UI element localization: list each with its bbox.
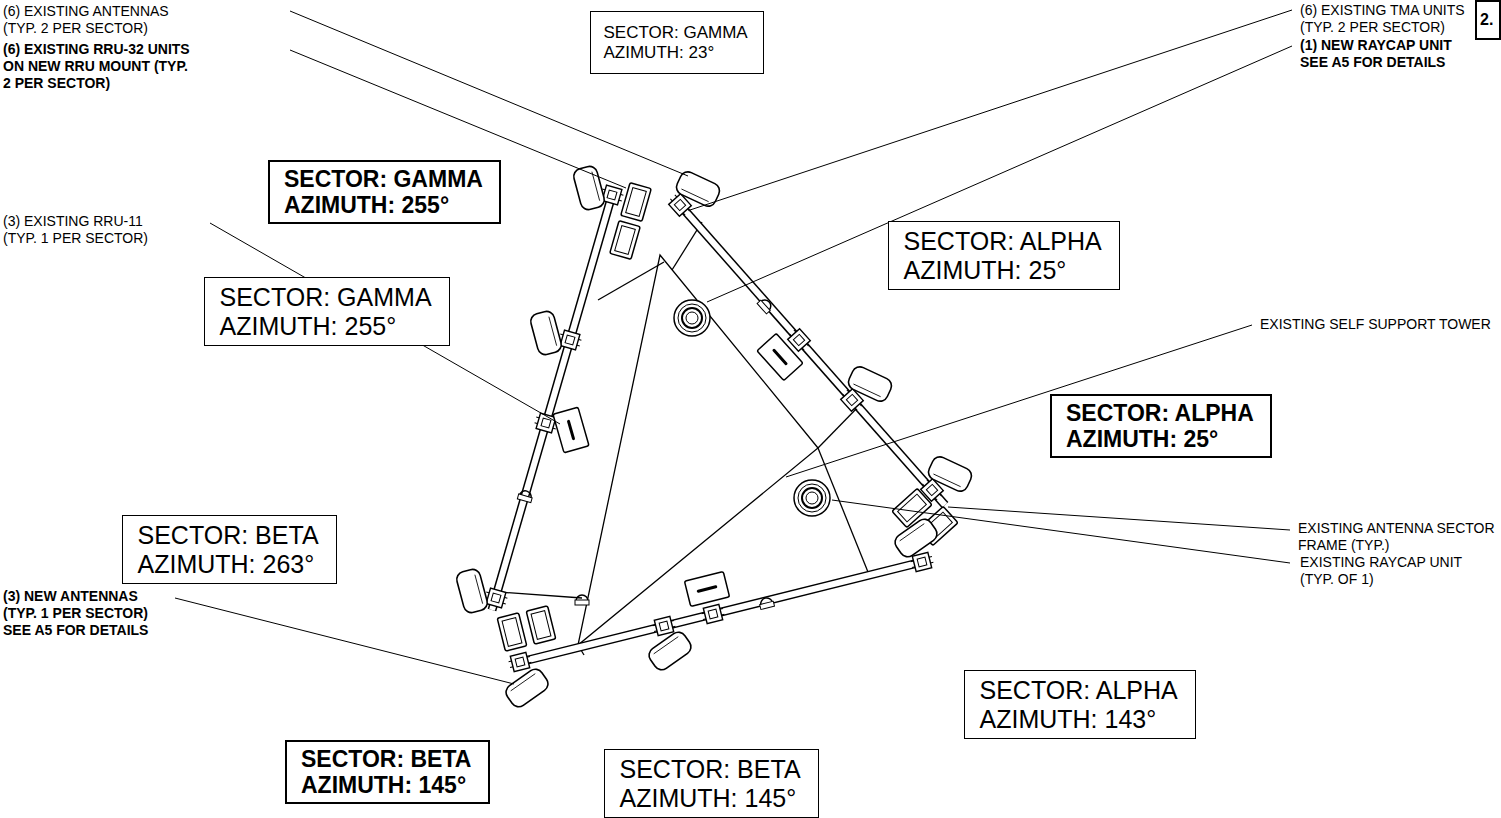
plan-part <box>690 10 1292 210</box>
plan-part <box>529 310 563 357</box>
plan-part <box>455 568 489 615</box>
sheet-number-box: 2. <box>1475 0 1501 40</box>
sector-label-box: SECTOR: ALPHA AZIMUTH: 25° <box>1050 394 1272 458</box>
sector-text: SECTOR: BETA AZIMUTH: 145° <box>620 755 804 813</box>
plan-part <box>553 407 589 453</box>
plan-part <box>621 183 652 222</box>
plan-part <box>794 480 830 516</box>
callout-note: (6) EXISTING TMA UNITS (TYP. 2 PER SECTO… <box>1300 2 1467 36</box>
plan-part <box>757 297 774 314</box>
callout-note: EXISTING SELF SUPPORT TOWER <box>1260 316 1493 333</box>
sector-text: SECTOR: GAMMA AZIMUTH: 23° <box>604 23 751 63</box>
sector-label-box: SECTOR: BETA AZIMUTH: 145° <box>604 749 819 818</box>
plan-part <box>497 613 527 651</box>
plan-part <box>610 221 641 260</box>
plan-part <box>651 616 676 637</box>
sector-label-box: SECTOR: BETA AZIMUTH: 263° <box>122 515 337 584</box>
sector-label-box: SECTOR: GAMMA AZIMUTH: 255° <box>268 160 501 224</box>
sector-text: SECTOR: ALPHA AZIMUTH: 143° <box>980 676 1181 734</box>
sector-label-box: SECTOR: GAMMA AZIMUTH: 23° <box>590 11 764 74</box>
sector-text: SECTOR: GAMMA AZIMUTH: 255° <box>220 283 435 341</box>
plan-part <box>700 604 725 625</box>
callout-note: (1) NEW RAYCAP UNIT SEE A5 FOR DETAILS <box>1300 37 1454 71</box>
plan-part <box>520 560 930 662</box>
plan-part <box>818 407 858 448</box>
leader-lines <box>175 10 1292 684</box>
plan-part <box>210 223 560 424</box>
sector-label-box: SECTOR: ALPHA AZIMUTH: 143° <box>964 670 1196 739</box>
plan-part <box>948 507 1290 530</box>
plan-part <box>498 592 582 598</box>
callout-note: EXISTING ANTENNA SECTOR FRAME (TYP.) <box>1298 520 1497 554</box>
sector-label-box: SECTOR: GAMMA AZIMUTH: 255° <box>204 277 450 346</box>
sector-label-box: SECTOR: ALPHA AZIMUTH: 25° <box>888 221 1120 290</box>
plan-part <box>832 500 1290 563</box>
plan-part <box>684 572 729 607</box>
plan-part <box>526 606 556 644</box>
plan-part <box>517 489 533 502</box>
plan-part <box>572 165 606 212</box>
plan-part <box>892 516 940 560</box>
sector-text: SECTOR: GAMMA AZIMUTH: 255° <box>284 166 485 218</box>
sector-text: SECTOR: BETA AZIMUTH: 145° <box>301 746 474 798</box>
callout-note: (6) EXISTING ANTENNAS (TYP. 2 PER SECTOR… <box>3 3 171 37</box>
plan-part <box>674 300 710 336</box>
plan-part <box>507 652 532 673</box>
plan-part <box>646 629 694 673</box>
plan-part <box>818 448 870 577</box>
plan-part <box>757 333 803 380</box>
plan-part <box>707 46 1292 302</box>
plan-part <box>674 169 722 209</box>
plan-part <box>492 195 612 610</box>
callout-note: (3) EXISTING RRU-11 (TYP. 1 PER SECTOR) <box>3 213 150 247</box>
callout-note: (6) EXISTING RRU-32 UNITS ON NEW RRU MOU… <box>3 41 192 92</box>
plan-part <box>926 454 974 494</box>
plan-part <box>503 666 551 710</box>
sector-text: SECTOR: BETA AZIMUTH: 263° <box>138 521 322 579</box>
sector-text: SECTOR: ALPHA AZIMUTH: 25° <box>904 227 1105 285</box>
sector-label-box: SECTOR: BETA AZIMUTH: 145° <box>285 740 490 804</box>
callout-note: (3) NEW ANTENNAS (TYP. 1 PER SECTOR) SEE… <box>3 588 151 639</box>
plan-part <box>578 255 818 645</box>
sector-text: 2. <box>1480 11 1496 29</box>
plan-part <box>846 364 894 404</box>
plan-part <box>175 598 514 684</box>
plan-part <box>492 195 612 610</box>
plan-part <box>575 595 589 605</box>
plan-part <box>520 560 930 662</box>
plan-part <box>598 262 664 300</box>
callout-note: EXISTING RAYCAP UNIT (TYP. OF 1) <box>1300 554 1465 588</box>
sector-text: SECTOR: ALPHA AZIMUTH: 25° <box>1066 400 1256 452</box>
plan-part <box>758 596 774 609</box>
sector-frames <box>492 195 945 662</box>
